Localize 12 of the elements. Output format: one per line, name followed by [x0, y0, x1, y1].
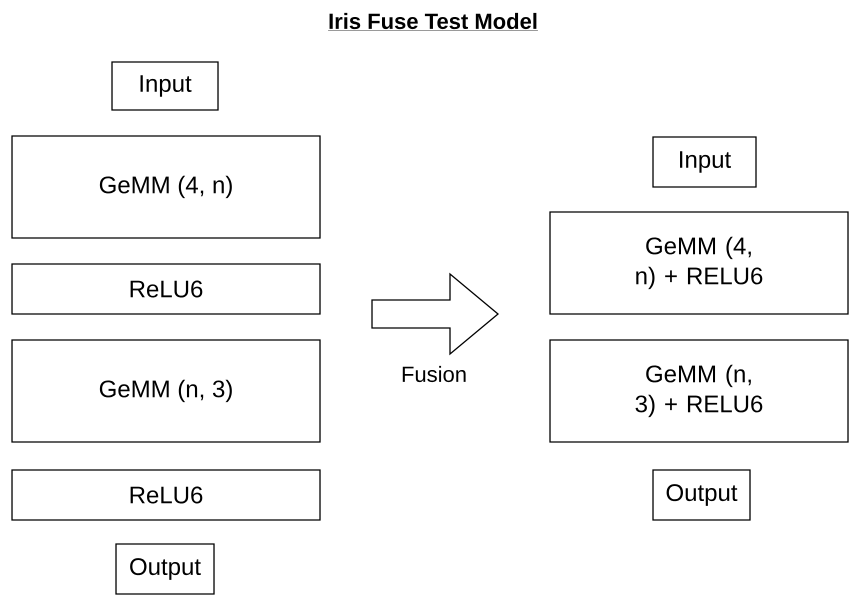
layer-box: GeMM (4, n) + RELU6 — [549, 211, 849, 315]
arrow-label: Fusion — [402, 366, 466, 382]
layer-box: GeMM (4, n) — [11, 135, 321, 239]
layer-box: GeMM (n, 3) + RELU6 — [549, 339, 849, 443]
layer-box: Input — [652, 136, 757, 188]
layer-box: GeMM (n, 3) — [11, 339, 321, 443]
layer-box: Output — [115, 543, 215, 595]
layer-box: ReLU6 — [11, 469, 321, 521]
layer-box: Output — [652, 469, 751, 521]
layer-box: Input — [111, 61, 219, 111]
title: Iris Fuse Test Model — [328, 12, 538, 31]
layer-box: ReLU6 — [11, 263, 321, 315]
